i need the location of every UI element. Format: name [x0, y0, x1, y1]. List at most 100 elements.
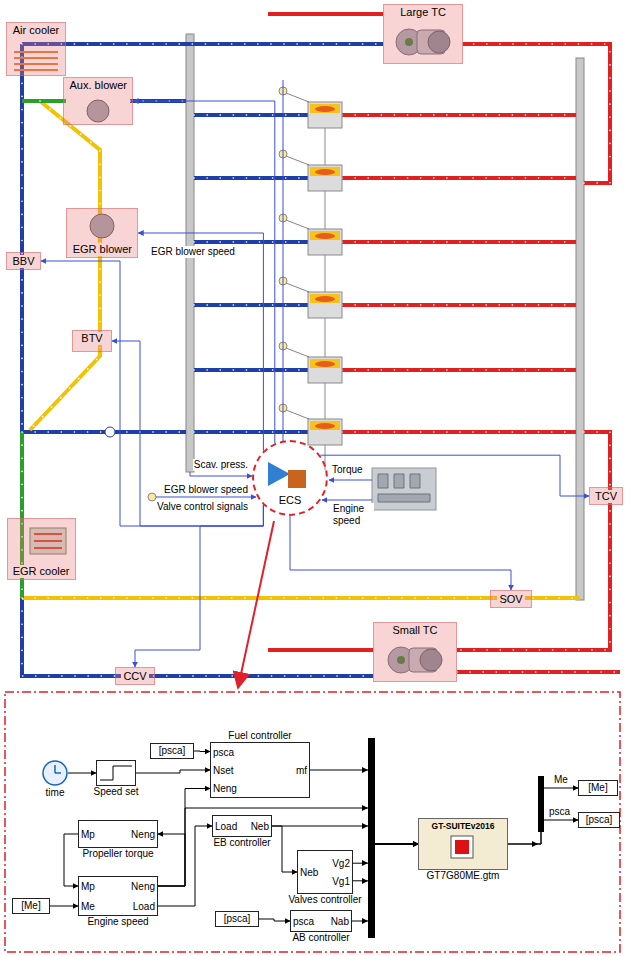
port-label: Nset: [213, 765, 234, 777]
block-title: Propeller torque: [82, 848, 153, 860]
port-label: Mp: [81, 829, 95, 841]
component-label: EGR cooler: [11, 565, 72, 578]
signal-connector: [353, 844, 418, 863]
sensor-symbol: [148, 493, 156, 501]
signal-connector: [194, 751, 210, 753]
port-label: Neng: [131, 881, 155, 893]
cylinder: [279, 150, 342, 191]
component-label: TCV: [593, 490, 619, 503]
signal-connector: [272, 826, 418, 844]
engine-icon: [372, 468, 436, 510]
turbocharger-box: Small TC: [373, 622, 457, 682]
signal-connector: [259, 919, 290, 921]
port-arrowheads: [362, 767, 538, 924]
port-label: psca: [293, 916, 314, 928]
cooler-box: EGR cooler: [7, 518, 76, 580]
component-label: BTV: [79, 332, 104, 345]
subsystem-block: EB controllerLoadNeb: [212, 815, 272, 837]
cylinder: [279, 277, 342, 318]
signal-label: EGR blower speed: [163, 484, 249, 496]
subsystem-block: AB controllerpscaNab: [290, 910, 352, 932]
zoom-frame: [5, 692, 620, 952]
component-label: Large TC: [398, 6, 448, 19]
step-block: Speed set: [96, 760, 136, 786]
from-tag: [Me]: [12, 898, 50, 914]
port-label: Neb: [300, 867, 318, 879]
port-label: Neb: [251, 821, 269, 833]
valve-box: TCV: [589, 487, 623, 505]
signal-connector: [64, 834, 78, 886]
block-title: EB controller: [213, 837, 270, 849]
signal-connector: [508, 788, 578, 844]
tag-label: [psca]: [586, 814, 613, 826]
from-tag: [psca]: [150, 743, 194, 759]
model-file-label: GT7G80ME.gtm: [427, 870, 500, 882]
block-title: Engine speed: [87, 916, 148, 928]
port-label: Load: [215, 821, 237, 833]
signal-connector: [272, 826, 297, 872]
clock-icon: [43, 761, 67, 785]
signal-connector: [310, 770, 418, 844]
signal-connector: [68, 773, 96, 774]
port-label: Me: [81, 901, 95, 913]
signal-label: EGR blower speed: [150, 246, 236, 258]
signal-connector: [133, 101, 275, 443]
cosim-icon: [451, 836, 473, 858]
cosim-block-ground: [418, 818, 508, 870]
block-caption: GT-SUITEv2016: [432, 821, 495, 832]
signal-label: Torque: [331, 464, 364, 476]
cosim-icon: [455, 840, 469, 854]
valve-box: BTV: [72, 330, 112, 352]
port-label: Vg1: [332, 876, 350, 888]
valve-box: SOV: [490, 590, 532, 608]
valve-box: CCV: [115, 667, 155, 685]
cosimulation-block: GT-SUITEv2016GT7G80ME.gtm: [418, 818, 508, 870]
valve-box: BBV: [6, 252, 41, 270]
signal-connector: [158, 808, 418, 886]
component-label: EGR blower: [71, 243, 134, 256]
signal-label: Engine speed: [332, 503, 374, 527]
signal-label: Valve control signals: [156, 501, 249, 513]
clock-block: time: [42, 760, 68, 786]
port-label: Me: [553, 774, 569, 786]
cooler-box: Air cooler: [6, 22, 66, 76]
component-label: BBV: [10, 255, 36, 268]
signal-connector: [112, 341, 263, 526]
cylinder-signal-wire: [283, 80, 284, 441]
zoom-arrow: [238, 521, 274, 688]
signal-connector: [158, 834, 185, 886]
turbocharger-box: Large TC: [383, 4, 463, 64]
system-label: ECS: [278, 494, 303, 507]
port-label: Mp: [81, 881, 95, 893]
signal-connector: [135, 505, 263, 667]
egr-speed-wire: [156, 497, 256, 498]
subsystem-block: Propeller torqueMpNeng: [78, 820, 158, 848]
step-icon: [100, 766, 132, 780]
subsystem-block: Fuel controllerpscaNsetNengmf: [210, 742, 310, 798]
port-label: Load: [133, 901, 155, 913]
signal-connector: [290, 516, 511, 590]
blower-box: EGR blower: [66, 208, 138, 258]
signal-connector: [138, 233, 263, 451]
goto-tag: [psca]: [578, 812, 620, 828]
port-label: Vg2: [332, 858, 350, 870]
controller-icon: [268, 462, 290, 486]
clock-hands: [55, 765, 61, 773]
exhaust-receiver: [576, 58, 584, 600]
signal-connector: [158, 788, 210, 886]
cylinder: [279, 87, 342, 128]
controller-icon: [288, 470, 306, 488]
block-title: AB controller: [292, 932, 349, 944]
block-title: time: [46, 787, 65, 799]
port-label: mf: [296, 765, 307, 777]
goto-tag: [Me]: [578, 780, 618, 796]
component-label: Small TC: [390, 624, 439, 637]
tag-label: [psca]: [224, 913, 251, 925]
port-label: Neng: [213, 783, 237, 795]
cylinder: [279, 404, 342, 445]
egr-pipe: [22, 101, 580, 598]
blower-box: Aux. blower: [63, 77, 133, 125]
